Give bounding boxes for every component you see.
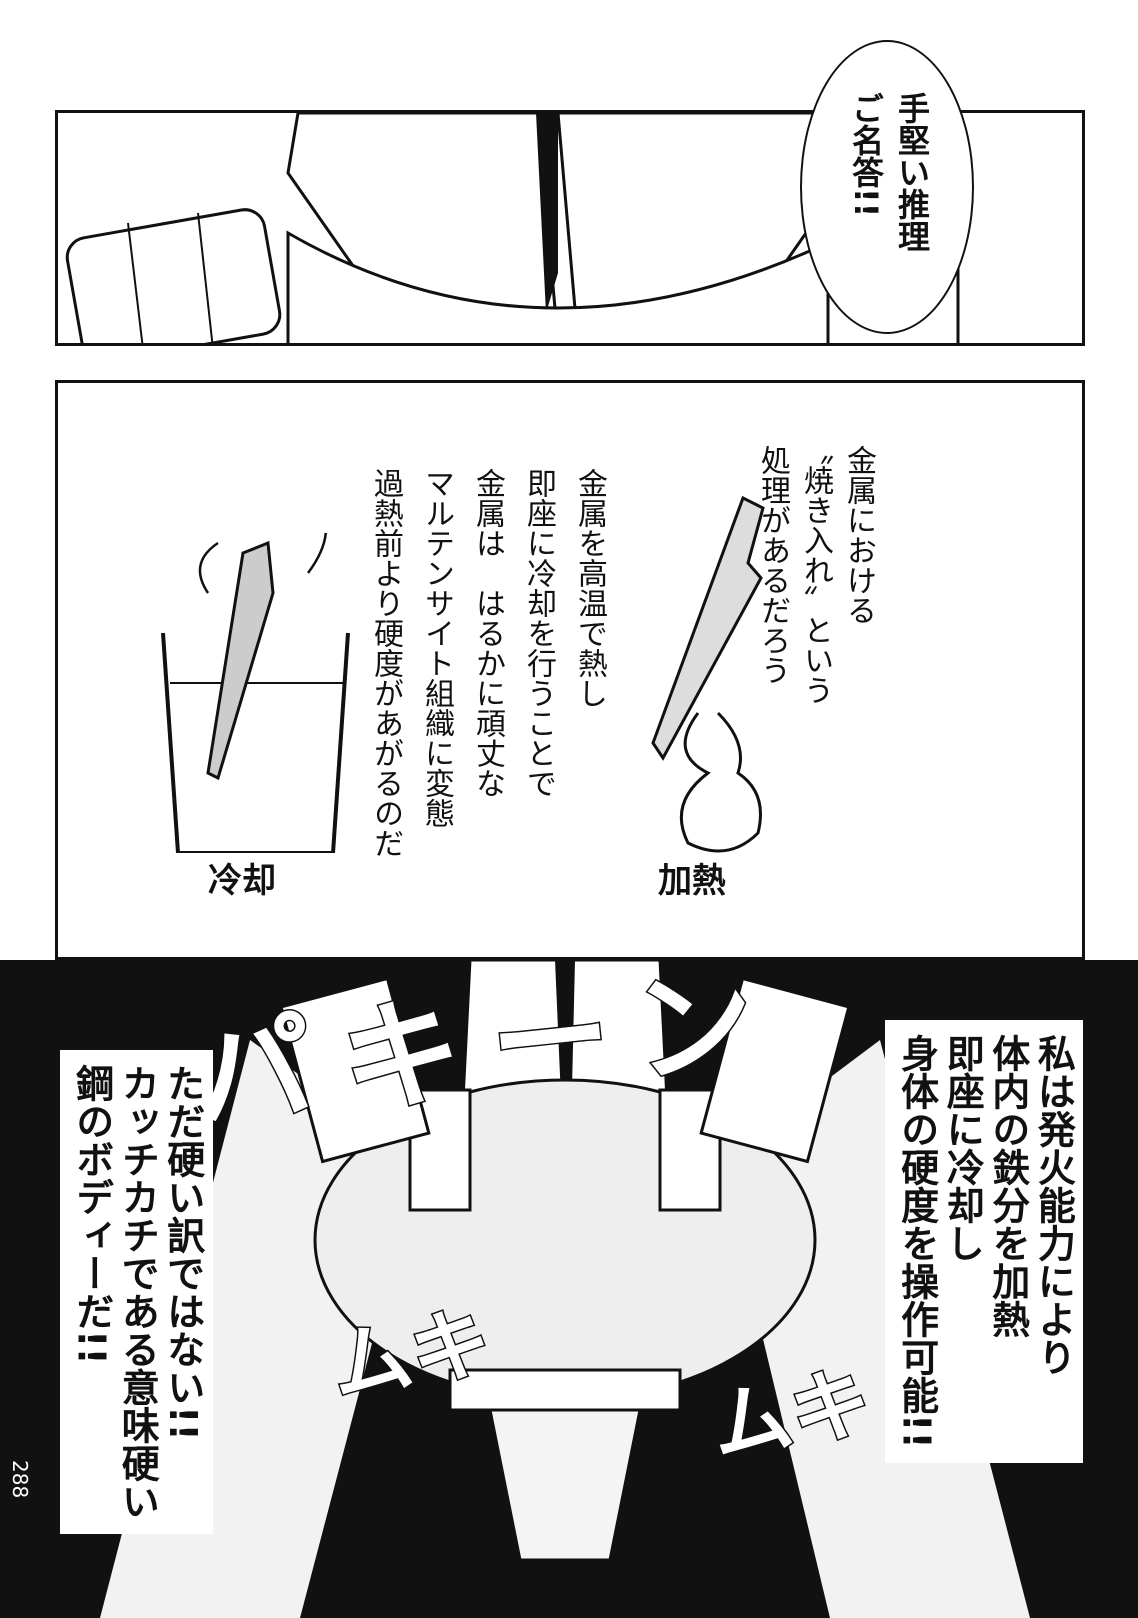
page-number: 288 bbox=[8, 1460, 32, 1499]
narration-line: 金属を高温で熱し bbox=[572, 468, 607, 708]
speech-line: 体内の鉄分を加熱 bbox=[985, 1034, 1030, 1338]
middle-panel: 金属における 〝焼き入れ〟という 処理があるだろう 金属を高温で熱し 即座に冷却… bbox=[55, 380, 1085, 960]
narration-line: マルテンサイト組織に変態 bbox=[419, 468, 454, 828]
heated-knife-illustration bbox=[651, 495, 765, 853]
heating-label: 加熱 bbox=[658, 861, 726, 901]
speech-line: カッチカチである意味硬い bbox=[115, 1064, 160, 1520]
speech-line: 即座に冷却し bbox=[940, 1034, 985, 1262]
speech-line: ただ硬い訳ではない!! bbox=[160, 1064, 205, 1441]
speech-bubble-top: 手堅い推理 ご名答!! bbox=[800, 40, 974, 334]
bottom-panel: パキーン ムキ ムキ 私は発火能力により 体内の鉄分を加熱 即座に冷却し 身体の… bbox=[0, 960, 1138, 1618]
speech-bubble-left: ただ硬い訳ではない!! カッチカチである意味硬い 鋼のボディーだ!! bbox=[60, 1050, 213, 1534]
cooling-glass-illustration bbox=[161, 533, 350, 853]
narration-line: 金属は はるかに頑丈な bbox=[470, 468, 505, 798]
speech-line: 手堅い推理 bbox=[893, 92, 931, 252]
narration-line: 金属における bbox=[841, 445, 876, 625]
speech-line: 身体の硬度を操作可能!! bbox=[894, 1034, 939, 1449]
narration-line: 処理があるだろう bbox=[755, 445, 790, 685]
cooling-label: 冷却 bbox=[208, 861, 276, 901]
speech-line: ご名答!! bbox=[847, 92, 885, 218]
narration-line: 即座に冷却を行うことで bbox=[521, 468, 556, 798]
speech-line: 私は発火能力により bbox=[1031, 1034, 1076, 1376]
speech-bubble-right: 私は発火能力により 体内の鉄分を加熱 即座に冷却し 身体の硬度を操作可能!! bbox=[885, 1020, 1084, 1463]
narration-line: 〝焼き入れ〟という bbox=[798, 435, 833, 705]
speech-line: 鋼のボディーだ!! bbox=[69, 1064, 114, 1365]
narration-line: 過熱前より硬度があがるのだ bbox=[368, 468, 403, 858]
